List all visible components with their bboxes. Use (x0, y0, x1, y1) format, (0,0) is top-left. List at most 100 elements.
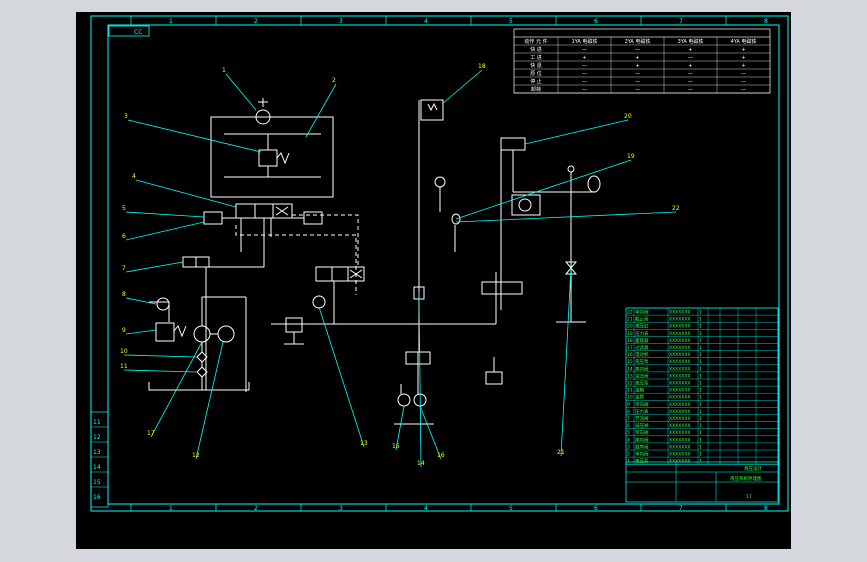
callout-number: 21 (557, 449, 565, 456)
parts-list-cell: 5 (627, 430, 630, 436)
callout-number: 2 (332, 77, 336, 84)
pump-symbol-bottom (397, 393, 411, 407)
top-tick-label: 1 (169, 18, 173, 25)
parts-list-cell: 9 (627, 402, 630, 408)
parts-list-cell: XXXXXXX (669, 324, 691, 330)
top-tick-label: 7 (679, 18, 683, 25)
action-table-cell: + (741, 55, 745, 61)
callout-number: 3 (124, 113, 128, 120)
title-block: 液压设计 液压系统原理图 17 (625, 461, 779, 503)
parts-list-cell: 1 (699, 395, 702, 401)
callout-number: 13 (360, 440, 368, 447)
parts-list-cell: 6 (627, 423, 630, 429)
bottom-tick-label: 7 (679, 505, 683, 512)
callout-number: 7 (122, 265, 126, 272)
action-table-header: 1YA 电磁铁 (572, 38, 598, 45)
parts-list-cell: 单向阀 (635, 451, 649, 458)
action-table-cell: — (688, 71, 693, 77)
parts-list-cell: 1 (699, 388, 702, 394)
callout-number: 1 (222, 67, 226, 74)
corner-tag: CC (134, 29, 142, 36)
callout-leaders (123, 69, 677, 468)
parts-list-cell: 油管 (635, 394, 644, 401)
callout-number: 20 (624, 113, 632, 120)
parts-list-cell: XXXXXXX (669, 416, 691, 422)
parts-list-cell: XXXXXXX (669, 381, 691, 387)
parts-list-cell: 21 (627, 317, 633, 323)
parts-list-cell: XXXXXXX (669, 444, 691, 450)
parts-list-cell: 4 (627, 437, 630, 443)
main-directional-valve (235, 203, 293, 219)
title-sheet: 17 (746, 494, 752, 500)
action-table-header: 2YA 电磁铁 (625, 38, 651, 45)
parts-list-cell: XXXXXXX (669, 388, 691, 394)
callout-number: 6 (122, 233, 126, 240)
action-table-cell: — (741, 71, 746, 77)
callout-leader (225, 73, 257, 111)
parts-list-cell: 1 (699, 331, 702, 337)
parts-list-cell: XXXXXXX (669, 459, 691, 465)
action-table-cell: — (582, 47, 587, 53)
parts-list-cell: 1 (699, 366, 702, 372)
parts-list-cell: 7 (627, 416, 630, 422)
parts-list-cell: XXXXXXX (669, 437, 691, 443)
action-table-cell: + (635, 55, 639, 61)
parts-list-cell: XXXXXXX (669, 359, 691, 365)
parts-list-cell: 18 (627, 338, 633, 344)
parts-list-cell: 截止阀 (635, 316, 649, 323)
callout-number: 14 (417, 460, 425, 467)
action-table-header: 3YA 电磁铁 (678, 38, 704, 45)
parts-list-cell: 蓄能器 (635, 337, 649, 344)
inner-frame (107, 24, 780, 505)
parts-list-cell: XXXXXXX (669, 345, 691, 351)
action-table-cell: + (741, 47, 745, 53)
action-table-cell: — (582, 79, 587, 85)
action-table-cell: — (635, 71, 640, 77)
callout-leader (127, 119, 262, 153)
callout-number: 15 (392, 443, 400, 450)
accumulator-box (420, 99, 444, 121)
parts-list-cell: 15 (627, 359, 633, 365)
parts-list-cell: 1 (699, 416, 702, 422)
action-table-cell: — (688, 79, 693, 85)
parts-list-cell: XXXXXXX (669, 317, 691, 323)
parts-list-cell: 11 (627, 388, 633, 394)
parts-list-cell: 过滤器 (635, 344, 649, 351)
parts-list-cell: XXXXXXX (669, 373, 691, 379)
callout-leader (150, 341, 203, 438)
parts-list-cell: 22 (627, 310, 633, 316)
circuit-lines (148, 98, 601, 425)
parts-list-cell: XXXXXXX (669, 338, 691, 344)
motor-symbol-left (217, 325, 235, 343)
callout-number: 19 (627, 153, 635, 160)
callout-number: 22 (672, 205, 680, 212)
action-table-cell: — (635, 87, 640, 93)
action-table-cell: 停 止 (530, 78, 542, 85)
parts-list-cell: 压力表 (635, 408, 649, 415)
parts-list-cell: 单向阀 (635, 429, 649, 436)
callout-number: 17 (147, 430, 155, 437)
parts-list-cell: XXXXXXX (669, 409, 691, 415)
parts-list-cell: XXXXXXX (669, 366, 691, 372)
accumulator-right (587, 175, 601, 193)
action-table-cell: — (635, 47, 640, 53)
action-table-cell: 快 进 (530, 46, 542, 53)
hydraulic-cylinder (500, 137, 526, 151)
parts-list-cell: 1 (627, 459, 630, 465)
action-table-cell: — (741, 79, 746, 85)
callout-leader (125, 261, 184, 273)
bottom-tick-label: 8 (764, 505, 768, 512)
side-label: 15 (93, 479, 101, 486)
parts-list-cell: 1 (699, 459, 702, 465)
parts-list-cell: 17 (627, 345, 633, 351)
parts-list-cell: XXXXXXX (669, 402, 691, 408)
parts-list-cell: 液压缸 (635, 323, 649, 330)
parts-list-cell: 1 (699, 345, 702, 351)
outer-frame (90, 15, 789, 512)
corner-tag-box (108, 25, 150, 37)
